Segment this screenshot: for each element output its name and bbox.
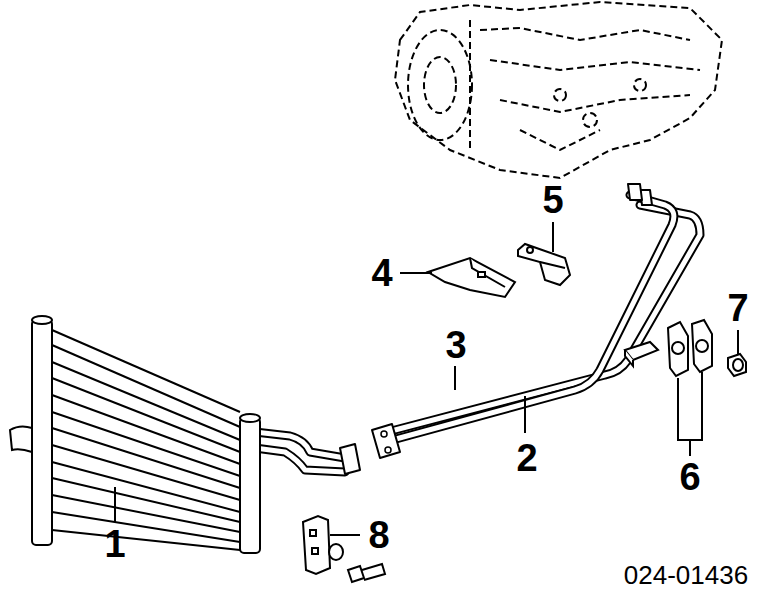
leader-lines [115, 222, 738, 535]
callout-number: 7 [727, 289, 748, 327]
bracket [518, 244, 570, 285]
callout-number: 1 [104, 525, 125, 563]
callout-number: 5 [542, 181, 563, 219]
callout-number: 2 [516, 439, 537, 477]
clamp [625, 320, 712, 376]
callout-number: 4 [371, 254, 392, 292]
callout-number: 3 [445, 326, 466, 364]
bracket [428, 258, 515, 297]
cooler-lines [255, 184, 700, 474]
callout-number: 8 [368, 516, 389, 554]
oil-cooler [10, 316, 260, 553]
transmission [395, 2, 722, 178]
nut [728, 354, 746, 376]
callout-number: 6 [679, 458, 700, 496]
part-number: 024-01436 [624, 562, 748, 588]
